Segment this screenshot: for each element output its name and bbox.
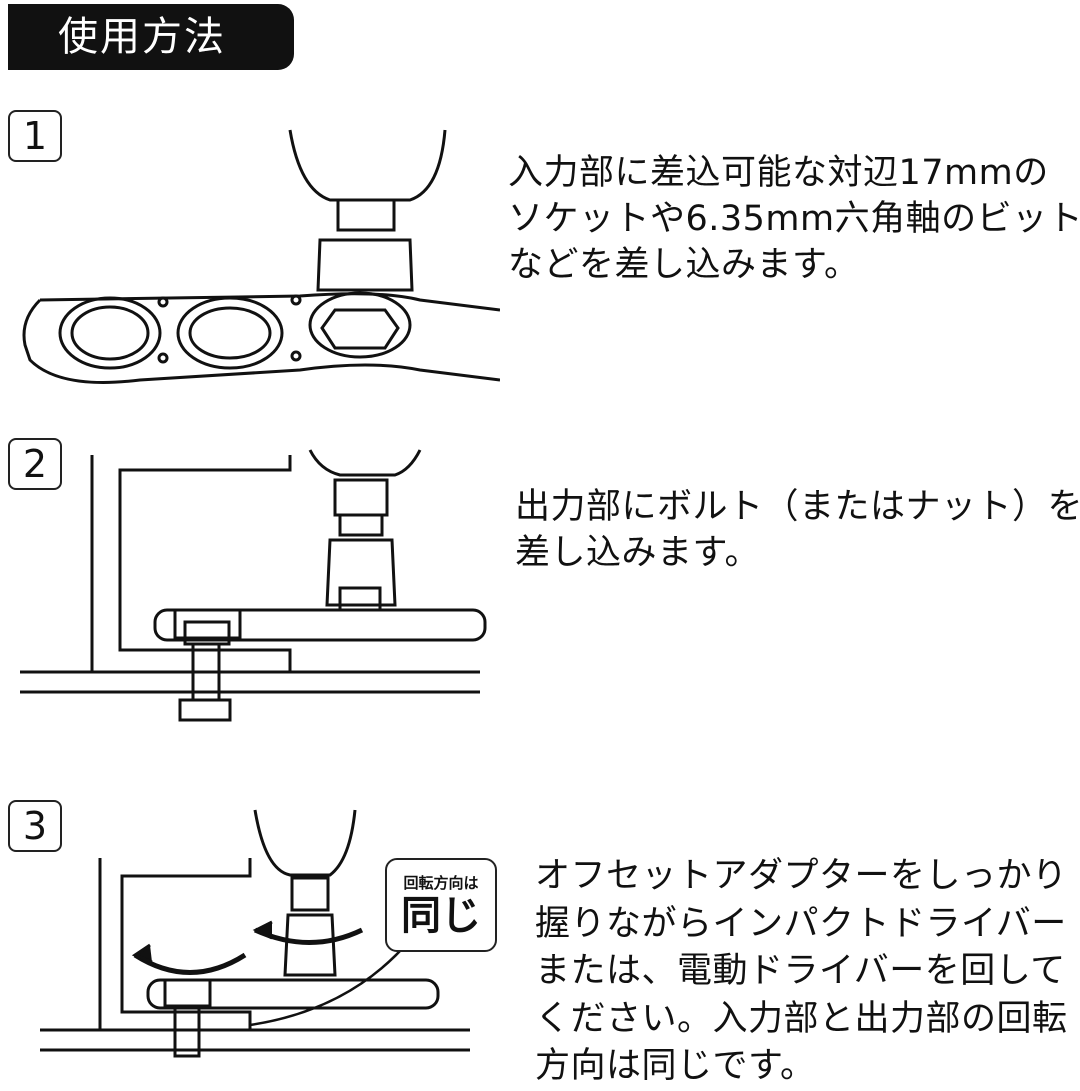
step-number-1: 1: [8, 110, 62, 162]
step3-text: オフセットアダプターをしっかり 握りながらインパクトドライバー または、電動ドラ…: [535, 856, 1068, 1086]
step2-illustration: [20, 449, 487, 722]
callout-label: 回転方向は: [403, 874, 479, 892]
step3-illustration: [40, 809, 470, 1058]
step1-illustration: [22, 129, 500, 384]
callout-emphasis: 同じ: [401, 893, 481, 939]
step-number-3: 3: [8, 800, 62, 852]
step1-text: 入力部に差込可能な対辺17mmの ソケットや6.35mm六角軸のビット などを差…: [508, 153, 1080, 285]
section-title: 使用方法: [8, 4, 294, 70]
step2-text: 出力部にボルト（またはナット）を 差し込みます。: [515, 487, 1080, 573]
step-number-2: 2: [8, 438, 62, 490]
rotation-direction-callout: 回転方向は 同じ: [385, 858, 497, 952]
